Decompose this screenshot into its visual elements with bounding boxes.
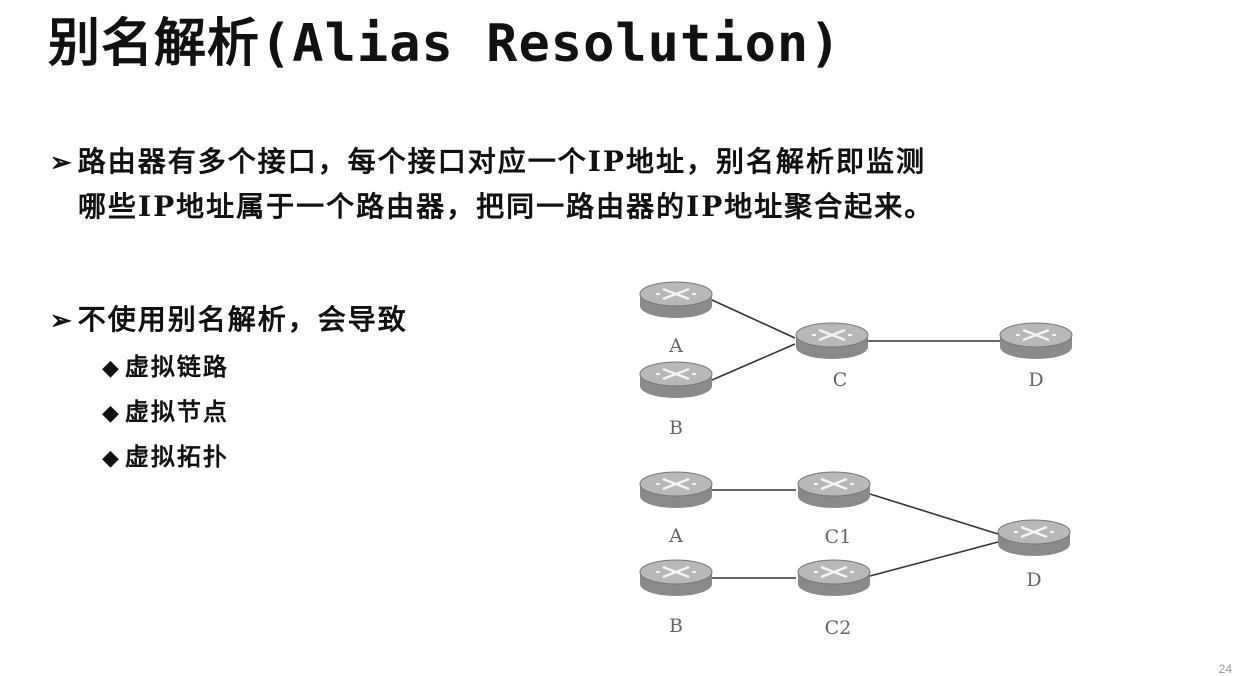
diamond-bullet-icon: ◆ xyxy=(102,355,121,381)
bullet-text-line1: 路由器有多个接口，每个接口对应一个IP地址，别名解析即监测 xyxy=(77,145,926,178)
router-icon xyxy=(996,518,1072,558)
arrow-bullet-icon: ➢ xyxy=(50,148,74,178)
node-label: C2 xyxy=(825,617,852,639)
top-topology-links xyxy=(711,299,1000,381)
bullet-text-line2: 哪些IP地址属于一个路由器，把同一路由器的IP地址聚合起来。 xyxy=(78,190,935,223)
diamond-bullet-icon: ◆ xyxy=(102,445,121,471)
node-label: C xyxy=(833,369,848,391)
arrow-bullet-icon: ➢ xyxy=(50,306,74,336)
page-number: 24 xyxy=(1218,662,1232,676)
router-icon xyxy=(796,470,872,510)
router-icon xyxy=(998,321,1074,361)
router-icon xyxy=(638,470,714,510)
node-label: C1 xyxy=(825,526,852,548)
sub-item-virtual-node: ◆虚拟节点 xyxy=(102,397,229,426)
bottom-topology-links xyxy=(712,489,999,579)
router-icon xyxy=(638,280,714,320)
node-label: A xyxy=(668,525,683,547)
sub-item-virtual-topology: ◆虚拟拓扑 xyxy=(102,442,229,471)
router-icon xyxy=(796,558,872,598)
node-label: B xyxy=(669,615,683,637)
bullet-text: 不使用别名解析，会导致 xyxy=(77,303,408,336)
router-icon xyxy=(794,321,870,361)
diamond-bullet-icon: ◆ xyxy=(102,400,121,426)
slide-title: 别名解析(Alias Resolution) xyxy=(48,14,842,74)
router-icon xyxy=(638,558,714,598)
bullet-router-interfaces: ➢路由器有多个接口，每个接口对应一个IP地址，别名解析即监测 哪些IP地址属于一… xyxy=(50,140,1240,229)
sub-item-virtual-link: ◆虚拟链路 xyxy=(102,352,229,381)
router-icon xyxy=(638,360,714,400)
node-label: D xyxy=(1026,569,1041,591)
alias-resolution-diagram: A B C D A C1 B C2 D xyxy=(638,280,1074,639)
bullet-without-alias: ➢不使用别名解析，会导致 xyxy=(50,298,408,343)
node-label: A xyxy=(668,335,683,357)
node-label: B xyxy=(669,417,683,439)
node-label: D xyxy=(1028,369,1043,391)
